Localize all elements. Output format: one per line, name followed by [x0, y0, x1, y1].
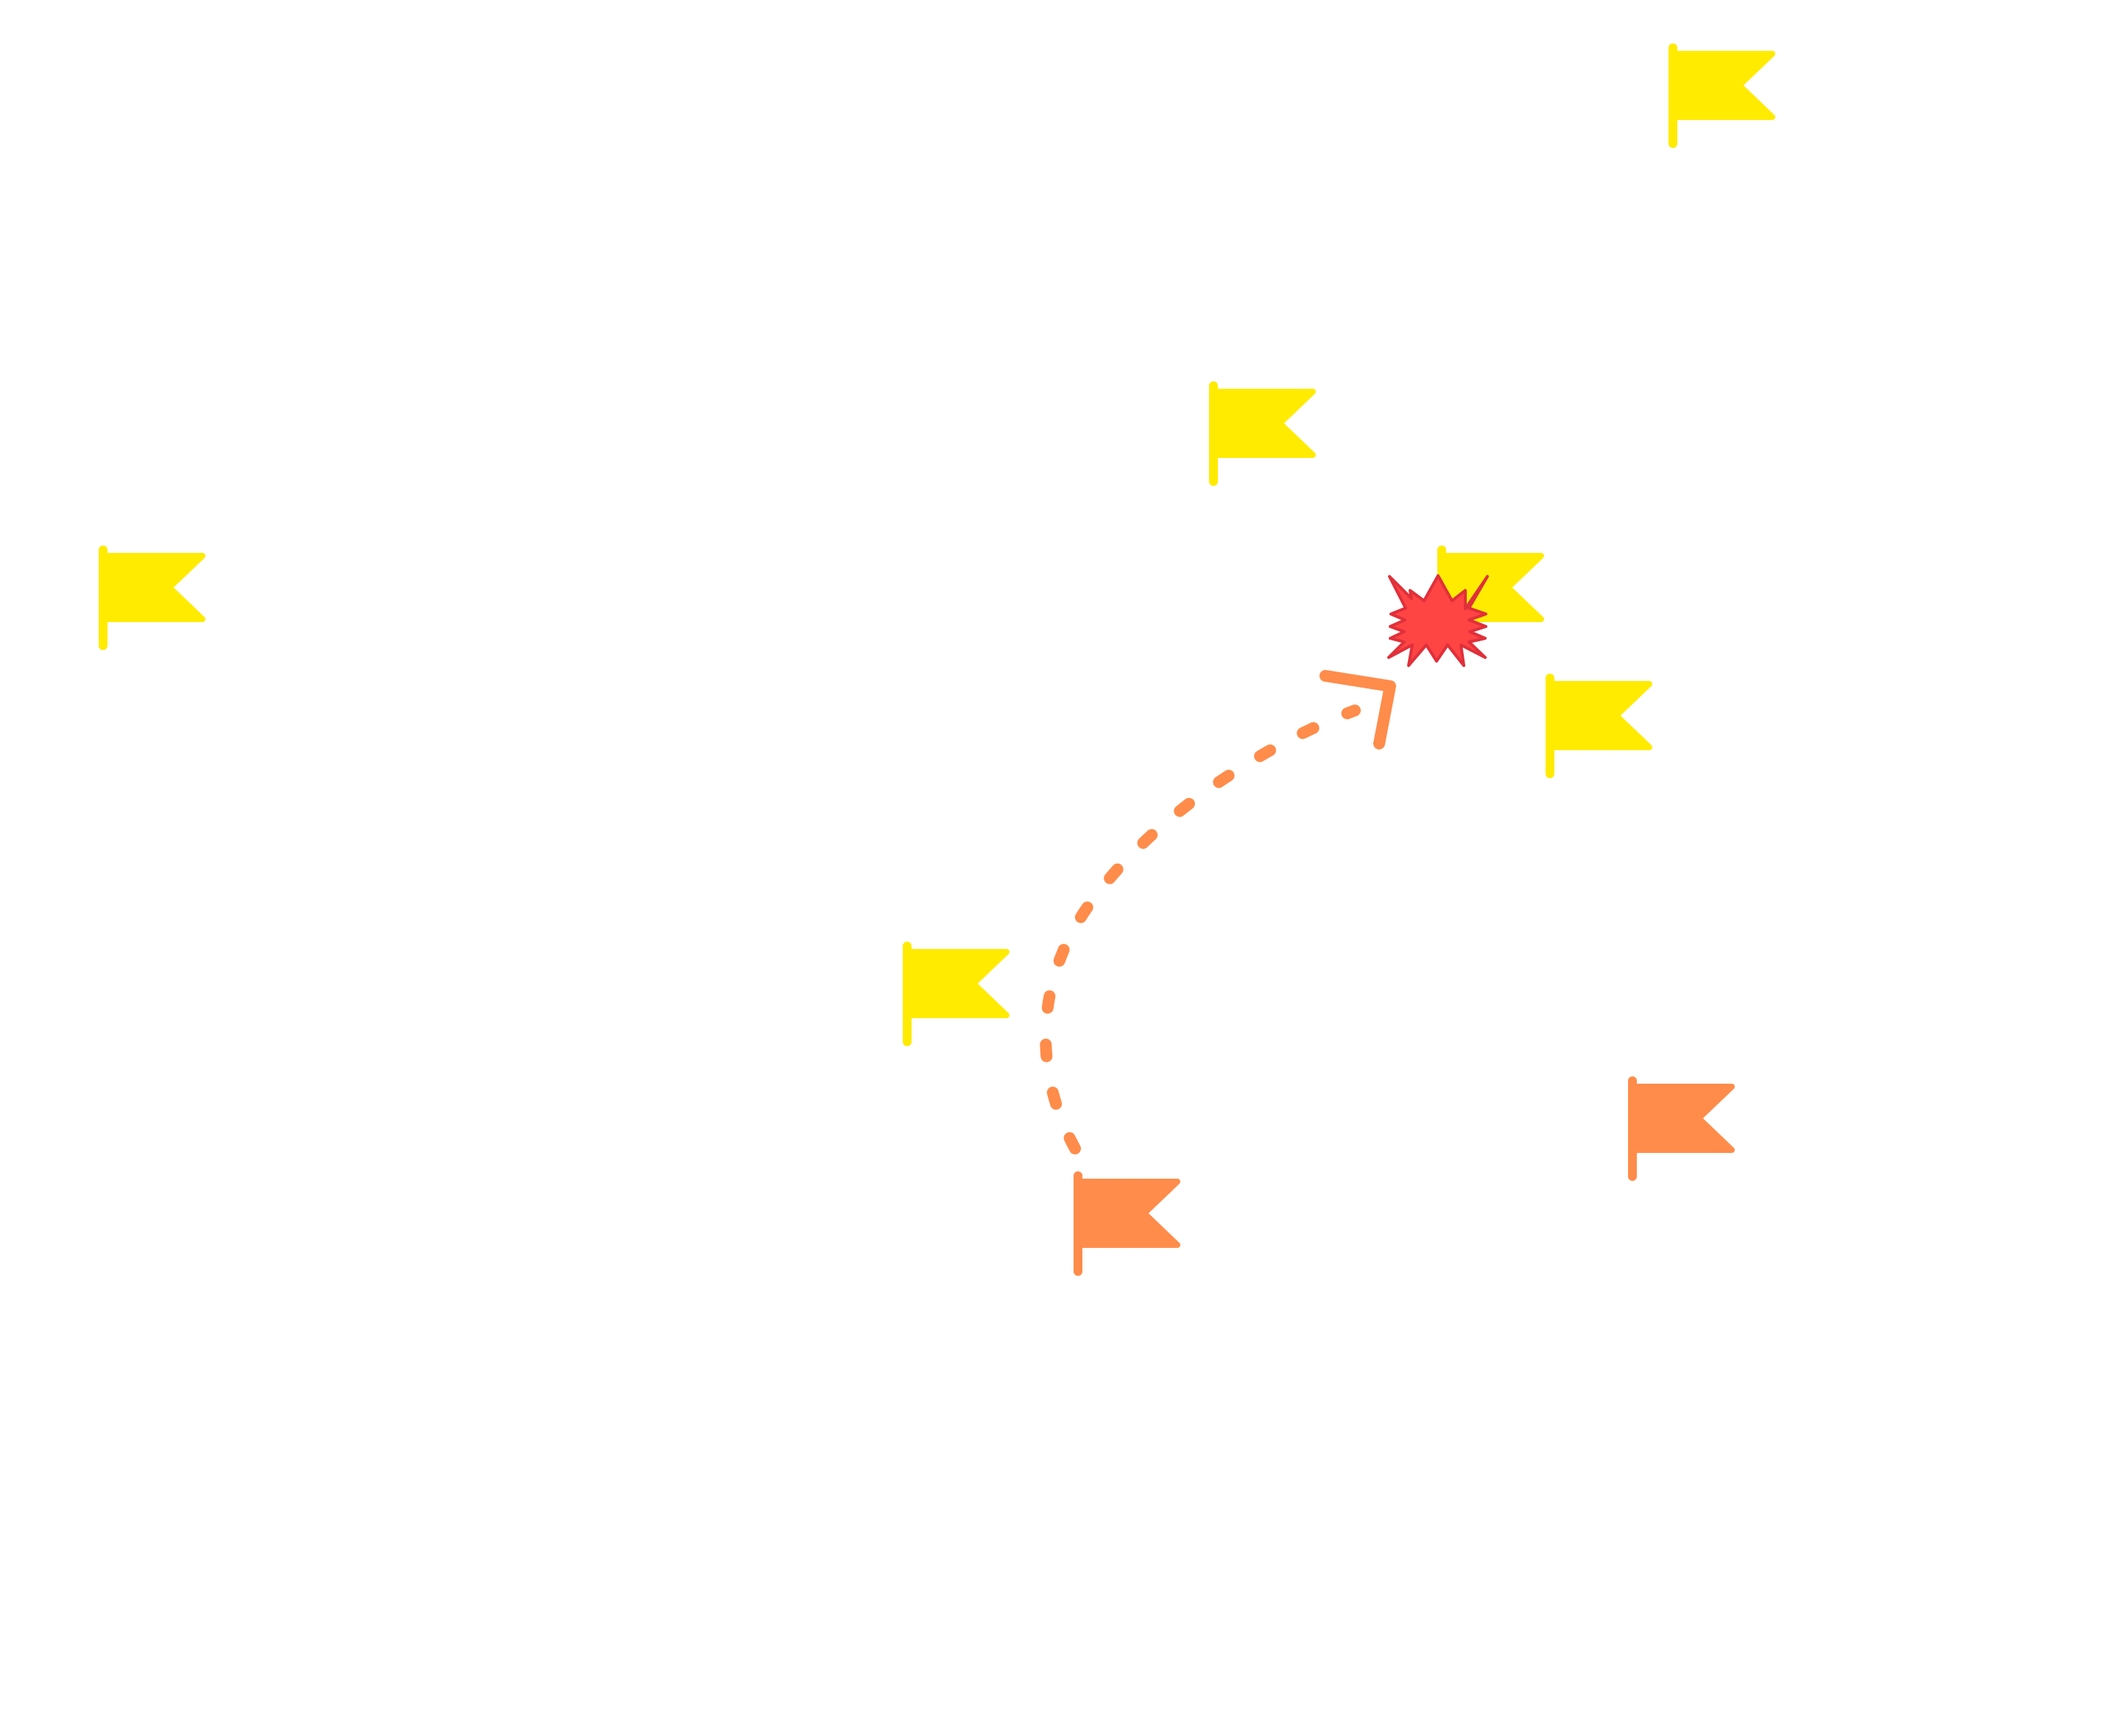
flag-icon: [100, 553, 205, 622]
move-path-dashed-curve: [1040, 705, 1361, 1154]
flag-icon: [1629, 1084, 1735, 1153]
hit-layer: [1387, 574, 1489, 667]
flag-icon: [1670, 51, 1775, 120]
flag-icon: [1075, 1179, 1180, 1248]
flags-layer: [99, 43, 1775, 1276]
arrowhead-icon: [1320, 670, 1396, 749]
flag-yellow-right-center[interactable]: [1546, 674, 1652, 778]
flag-icon: [1211, 389, 1316, 458]
explosion-icon: [1387, 574, 1489, 667]
flag-orange-origin[interactable]: [1074, 1171, 1180, 1276]
flag-orange-bottom-right[interactable]: [1628, 1076, 1735, 1181]
flag-yellow-lower-center[interactable]: [903, 942, 1010, 1046]
flag-yellow-top-right[interactable]: [1669, 43, 1775, 148]
flag-icon: [1547, 681, 1652, 750]
flag-icon: [904, 949, 1010, 1018]
move-path: [1040, 670, 1396, 1154]
flag-yellow-upper-center[interactable]: [1209, 381, 1316, 486]
flag-yellow-left[interactable]: [99, 546, 205, 650]
